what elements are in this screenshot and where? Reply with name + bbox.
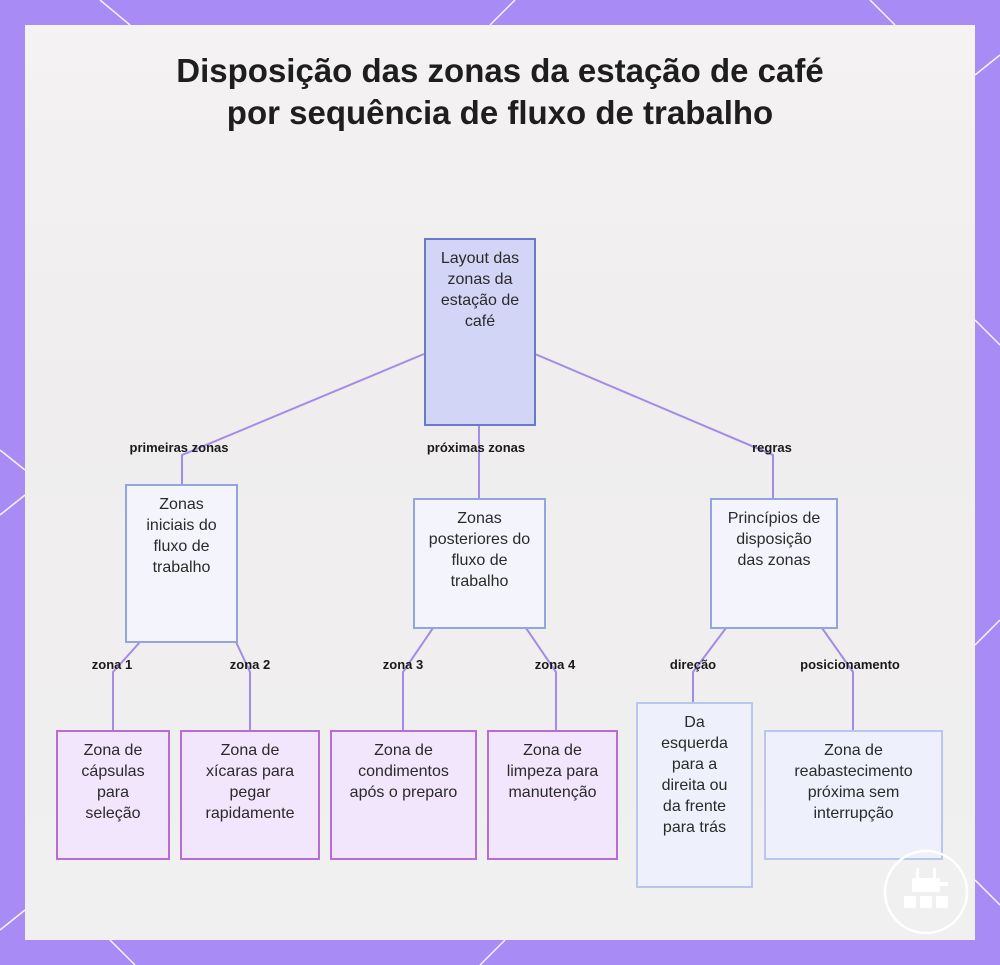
node-early-zones: Zonas iniciais do fluxo de trabalho (125, 484, 238, 643)
node-cleaning-zone-label: Zona de limpeza para manutenção (506, 742, 599, 801)
node-cups-zone-label: Zona de xícaras para pegar rapidamente (205, 742, 295, 822)
node-direction-label: Da esquerda para a direita ou da frente … (661, 714, 728, 836)
node-condiments-zone: Zona de condimentos após o preparo (330, 730, 477, 860)
edge-label-rules: regras (752, 440, 792, 455)
edge-zone4 (525, 627, 557, 730)
node-cups-zone: Zona de xícaras para pegar rapidamente (180, 730, 320, 860)
node-capsules-zone: Zona de cápsulas para seleção (56, 730, 170, 860)
node-principles: Princípios de disposição das zonas (710, 498, 838, 629)
edge-label-zone1: zona 1 (91, 657, 133, 672)
edge-label-direction: direção (669, 657, 717, 672)
edge-rules (534, 353, 774, 498)
edge-zone1 (112, 641, 141, 730)
node-capsules-zone-label: Zona de cápsulas para seleção (81, 742, 145, 822)
edge-positioning (821, 627, 854, 730)
edge-label-zone2: zona 2 (229, 657, 271, 672)
node-condiments-zone-label: Zona de condimentos após o preparo (349, 742, 458, 801)
coffee-machine-icon (883, 849, 969, 935)
node-principles-label: Princípios de disposição das zonas (727, 510, 821, 569)
edge-zone2 (235, 641, 251, 730)
diagram-title: Disposição das zonas da estação de café … (176, 52, 824, 131)
node-restock-zone: Zona de reabastecimento próxima sem inte… (764, 730, 943, 860)
edge-direction (692, 627, 727, 702)
node-late-zones-label: Zonas posteriores do fluxo de trabalho (428, 510, 531, 590)
node-late-zones: Zonas posteriores do fluxo de trabalho (413, 498, 546, 629)
edge-label-first-zones: primeiras zonas (129, 440, 229, 455)
node-early-zones-label: Zonas iniciais do fluxo de trabalho (146, 496, 217, 576)
edge-first-zones (181, 353, 425, 484)
node-cleaning-zone: Zona de limpeza para manutenção (487, 730, 618, 860)
node-restock-zone-label: Zona de reabastecimento próxima sem inte… (794, 742, 913, 822)
edge-label-zone4: zona 4 (534, 657, 576, 672)
node-direction: Da esquerda para a direita ou da frente … (636, 702, 753, 888)
node-root: Layout das zonas da estação de café (424, 238, 536, 426)
edge-zone3 (402, 627, 434, 730)
edge-label-next-zones: próximas zonas (426, 440, 526, 455)
edge-label-positioning: posicionamento (800, 657, 900, 672)
edge-label-zone3: zona 3 (382, 657, 424, 672)
node-root-label: Layout das zonas da estação de café (440, 250, 520, 330)
